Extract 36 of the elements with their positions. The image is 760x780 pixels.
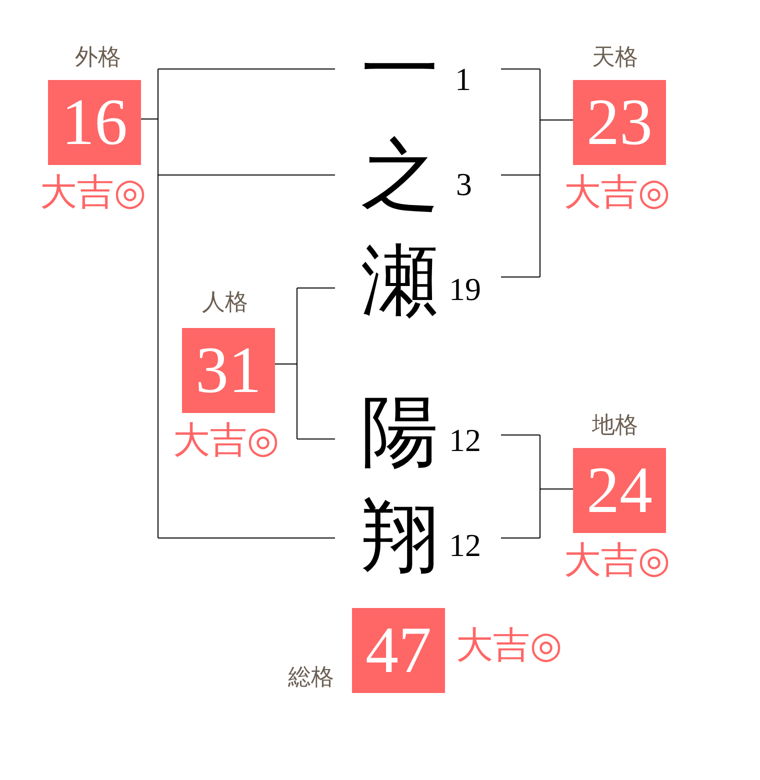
- score-box: 24: [572, 448, 666, 533]
- fortune-label: 大吉◎: [564, 174, 670, 210]
- bracket-line: [158, 68, 336, 70]
- stroke-count: 12: [449, 424, 481, 456]
- stroke-count: 1: [455, 63, 471, 95]
- stroke-count: 3: [456, 168, 472, 200]
- bracket-line: [500, 174, 540, 176]
- category-label: 総格: [288, 666, 334, 690]
- stroke-count: 19: [449, 273, 481, 305]
- bracket-line: [500, 276, 540, 278]
- bracket-line: [296, 438, 336, 440]
- score-box: 16: [48, 80, 141, 165]
- bracket-line: [540, 434, 574, 538]
- bracket-line: [274, 288, 298, 440]
- score-box: 47: [352, 608, 445, 693]
- fortune-label: 大吉◎: [456, 626, 562, 664]
- stroke-count: 12: [449, 529, 481, 561]
- fortune-label: 大吉◎: [172, 422, 280, 458]
- bracket-line: [140, 68, 158, 538]
- bracket-line: [158, 174, 336, 176]
- bracket-line: [500, 434, 540, 436]
- name-character: 瀬: [361, 242, 439, 320]
- name-character: 之: [361, 137, 439, 215]
- name-character: 一: [361, 31, 439, 109]
- name-character: 翔: [361, 498, 439, 576]
- score-box: 31: [182, 328, 275, 413]
- fortune-label: 大吉◎: [40, 174, 146, 210]
- category-label: 人格: [202, 292, 248, 314]
- category-label: 外格: [74, 46, 121, 70]
- bracket-line: [540, 68, 574, 278]
- category-label: 天格: [592, 46, 638, 70]
- name-character: 陽: [361, 393, 439, 471]
- bracket-line: [500, 68, 540, 70]
- score-box: 23: [572, 80, 666, 165]
- category-label: 地格: [592, 414, 638, 438]
- fortune-label: 大吉◎: [564, 542, 670, 578]
